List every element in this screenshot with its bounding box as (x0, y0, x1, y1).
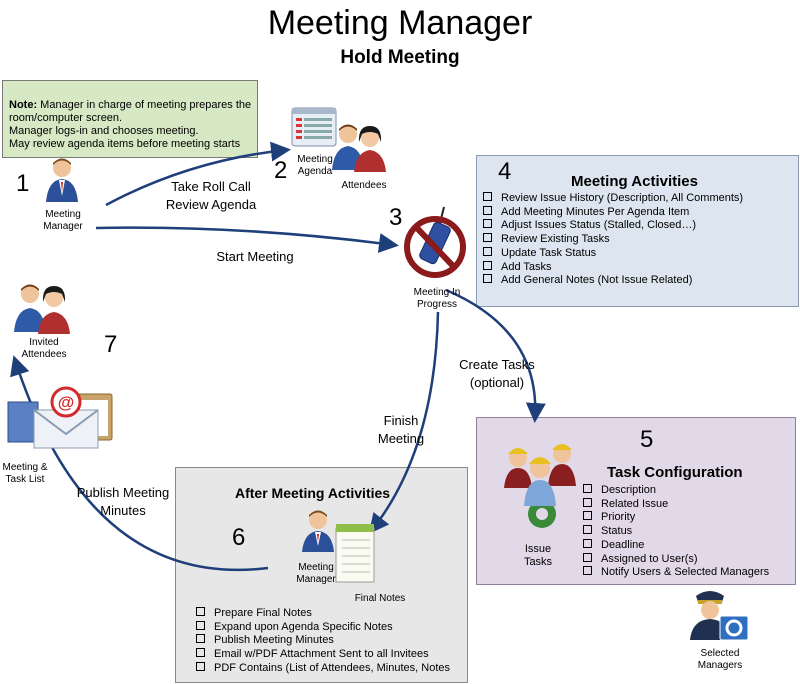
note-line: Manager logs-in and chooses meeting. (9, 125, 199, 137)
checkbox-icon (196, 620, 205, 630)
agenda-icon (291, 107, 337, 147)
step-number-6: 6 (232, 524, 246, 551)
after-meeting-box (175, 467, 468, 683)
note-heading: Note: (9, 99, 38, 111)
meeting-activities-box (476, 155, 799, 307)
no-phone-icon (404, 206, 466, 278)
meeting-in-progress-label: Meeting In Progress (413, 287, 461, 310)
arrow-start-meeting (95, 226, 399, 253)
manager-icon (46, 158, 78, 202)
meeting-activities-list: Review Issue History (Description, All C… (483, 192, 743, 288)
checkbox-icon (196, 634, 205, 644)
step-number-5: 5 (640, 426, 654, 453)
email-icon: @ (7, 386, 113, 449)
list-item: Adjust Issues Status (Stalled, Closed…) (483, 219, 743, 233)
step-number-1: 1 (16, 170, 30, 197)
note-text: Note: Manager in charge of meeting prepa… (9, 99, 251, 151)
list-item: Deadline (583, 538, 769, 553)
list-item: PDF Contains (List of Attendees, Minutes… (196, 661, 450, 676)
checkbox-icon (583, 497, 592, 507)
meeting-activities-title: Meeting Activities (571, 173, 698, 190)
diagram-subtitle: Hold Meeting (340, 47, 460, 68)
checkbox-icon (583, 525, 592, 535)
checkbox-icon (196, 607, 205, 616)
list-item: Add General Notes (Not Issue Related) (483, 274, 743, 288)
meeting-agenda-label: Meeting Agenda (297, 154, 333, 177)
checkbox-icon (196, 661, 205, 671)
attendees-icon (332, 124, 386, 172)
note-box: Note: Manager in charge of meeting prepa… (2, 80, 258, 158)
final-notes-label: Final Notes (354, 593, 406, 604)
flow-label-create-tasks: Create Tasks (optional) (459, 357, 535, 390)
note-line: room/computer screen. (9, 112, 123, 124)
list-item: Review Issue History (Description, All C… (483, 192, 743, 206)
after-manager-icon (302, 510, 334, 552)
checkbox-icon (483, 192, 492, 201)
step-number-4: 4 (498, 158, 512, 185)
list-item: Prepare Final Notes (196, 607, 450, 621)
list-item: Status (583, 525, 769, 539)
checkbox-icon (483, 219, 492, 229)
checkbox-icon (583, 511, 592, 521)
flow-label-start-meeting: Start Meeting (216, 249, 294, 264)
task-configuration-title: Task Configuration (607, 464, 743, 481)
after-meeting-title: After Meeting Activities (235, 485, 391, 501)
flow-label-roll-call: Take Roll Call Review Agenda (165, 179, 257, 212)
list-item: Email w/PDF Attachment Sent to all Invit… (196, 648, 450, 662)
checkbox-icon (583, 552, 592, 562)
arrow-roll-call (105, 141, 291, 207)
arrow-finish-meeting (368, 311, 440, 534)
attendees-label: Attendees (341, 180, 387, 191)
svg-text:@: @ (58, 393, 75, 412)
note-line: May review agenda items before meeting s… (9, 138, 241, 150)
checkbox-icon (583, 538, 592, 548)
list-item: Expand upon Agenda Specific Notes (196, 620, 450, 635)
list-item: Assigned to User(s) (583, 552, 769, 567)
checkbox-icon (196, 648, 205, 658)
checkbox-icon (483, 233, 492, 243)
invited-attendees-label: Invited Attendees (21, 337, 67, 360)
arrow-create-tasks (445, 288, 546, 423)
step-number-2: 2 (274, 157, 288, 184)
task-configuration-list: Description Related Issue Priority Statu… (583, 484, 769, 580)
checkbox-icon (483, 205, 492, 215)
checkbox-icon (483, 274, 492, 284)
flow-label-finish-meeting: Finish Meeting (377, 413, 425, 446)
note-line: Manager in charge of meeting prepares th… (37, 99, 252, 111)
list-item: Related Issue (583, 497, 769, 512)
checkbox-icon (583, 484, 592, 493)
diagram-title: Meeting Manager (267, 4, 533, 42)
meeting-task-list-label: Meeting & Task List (2, 462, 48, 485)
list-item: Add Tasks (483, 260, 743, 275)
list-item: Update Task Status (483, 246, 743, 261)
list-item: Priority (583, 511, 769, 525)
checkbox-icon (483, 260, 492, 270)
final-notes-icon (335, 524, 375, 583)
workers-gear-icon (504, 444, 576, 528)
issue-tasks-label: Issue Tasks (523, 543, 553, 568)
list-item: Notify Users & Selected Managers (583, 566, 769, 580)
after-manager-label: Meeting Manager (296, 562, 336, 585)
list-item: Review Existing Tasks (483, 233, 743, 247)
list-item: Description (583, 484, 769, 498)
checkbox-icon (483, 246, 492, 256)
list-item: Add Meeting Minutes Per Agenda Item (483, 205, 743, 220)
list-item: Publish Meeting Minutes (196, 634, 450, 648)
invited-attendees-icon (14, 284, 70, 334)
step-number-3: 3 (389, 204, 403, 231)
flow-label-publish: Publish Meeting Minutes (76, 485, 170, 518)
checkbox-icon (583, 566, 592, 576)
meeting-manager-label: Meeting Manager (43, 209, 83, 232)
step-number-7: 7 (104, 331, 118, 358)
selected-managers-icon (690, 591, 749, 641)
after-meeting-list: Prepare Final Notes Expand upon Agenda S… (196, 607, 450, 676)
selected-managers-label: Selected Managers (697, 648, 743, 671)
